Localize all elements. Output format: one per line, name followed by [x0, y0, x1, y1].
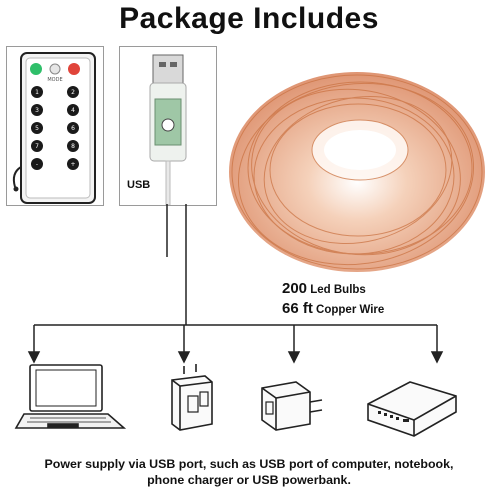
svg-text:+: +	[70, 161, 75, 168]
usb-charger-icon	[261, 381, 323, 431]
wire-number: 66 ft	[282, 300, 313, 317]
remote-box: MODE 1 2 3 4 5 6 7 8 - +	[6, 46, 104, 206]
remote-control-icon: MODE 1 2 3 4 5 6 7 8 - +	[12, 52, 96, 204]
laptop-icon	[14, 364, 127, 429]
spec-bulbs: 200 Led Bulbs	[282, 280, 366, 298]
bulbs-text: Led Bulbs	[307, 284, 366, 296]
svg-text:3: 3	[35, 107, 39, 114]
svg-text:5: 5	[35, 125, 39, 132]
svg-text:MODE: MODE	[47, 77, 62, 83]
bulbs-number: 200	[282, 280, 308, 297]
svg-text:8: 8	[71, 143, 75, 150]
svg-text:4: 4	[71, 107, 75, 114]
usb-plug-icon	[149, 54, 187, 205]
svg-text:-: -	[36, 161, 38, 168]
svg-text:6: 6	[71, 125, 75, 132]
usb-box: USB	[119, 46, 217, 206]
caption-line-2: phone charger or USB powerbank.	[147, 473, 351, 487]
usb-label: USB	[127, 179, 151, 191]
svg-text:1: 1	[35, 89, 39, 96]
wire-text: Copper Wire	[312, 304, 385, 316]
page-title: Package Includes	[119, 2, 379, 35]
powerbank-icon	[367, 381, 457, 437]
wall-adapter-icon	[171, 364, 213, 431]
svg-text:2: 2	[71, 89, 75, 96]
spec-wire: 66 ft Copper Wire	[282, 300, 384, 318]
svg-text:7: 7	[35, 143, 39, 150]
caption-line-1: Power supply via USB port, such as USB p…	[44, 457, 454, 471]
